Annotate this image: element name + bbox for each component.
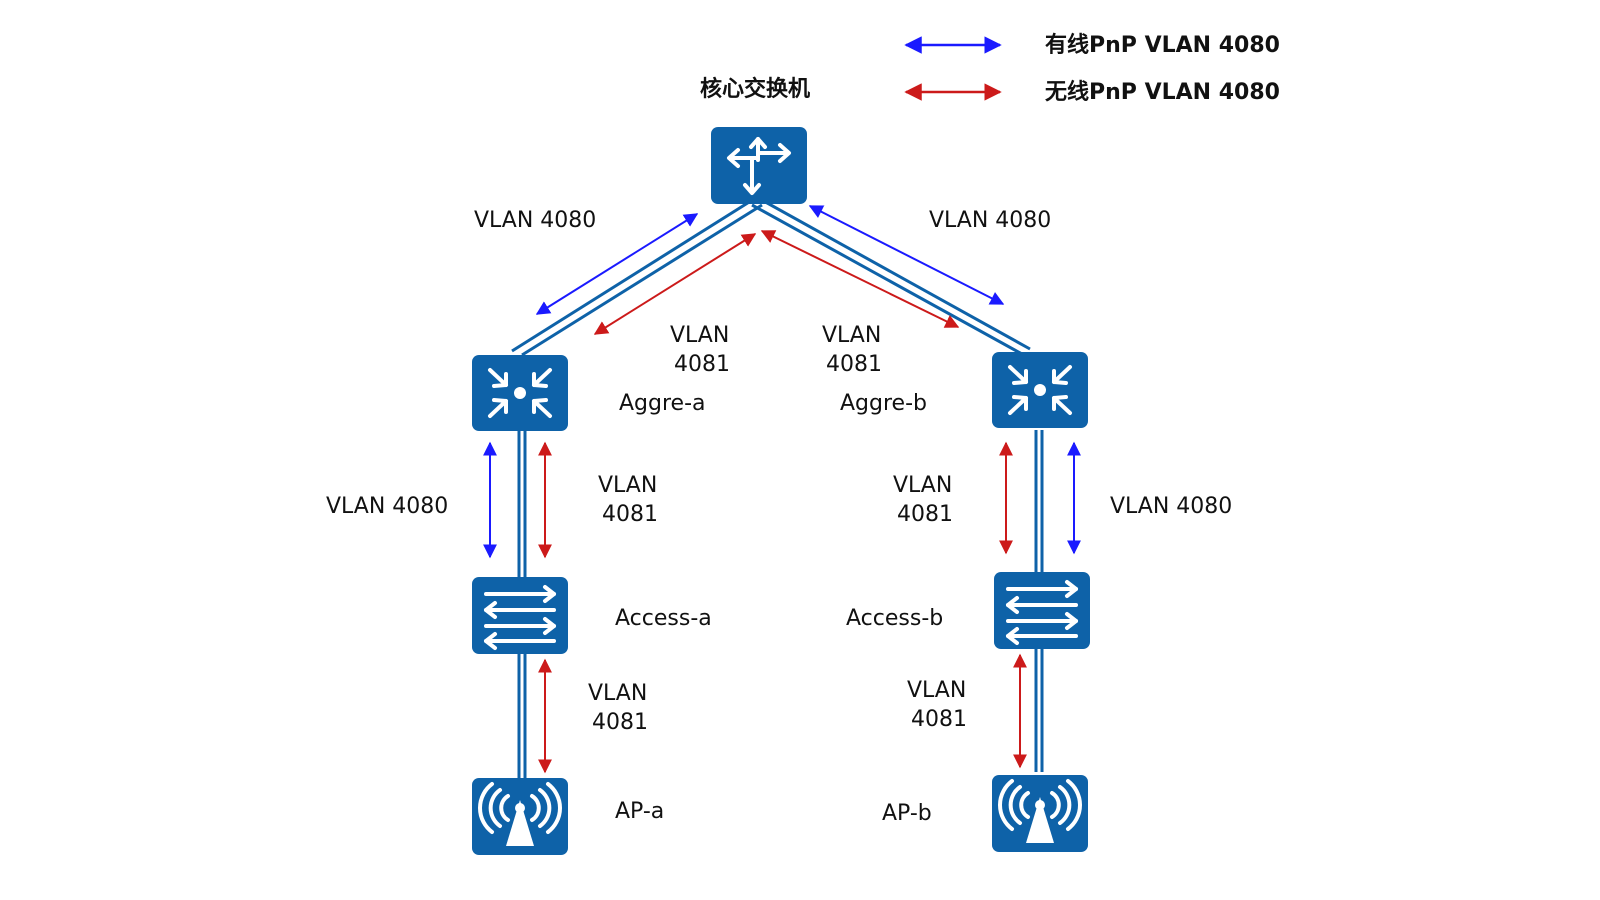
vlan-label-access-ap-b-wireless-2: 4081 xyxy=(911,707,967,732)
core-switch[interactable] xyxy=(711,127,807,204)
access-a-switch[interactable] xyxy=(472,577,568,654)
vlan-label-access-ap-b-wireless-1: VLAN xyxy=(907,678,966,703)
access-a-label: Access-a xyxy=(615,606,712,631)
vlan-label-aggre-access-a-wireless-2: 4081 xyxy=(602,502,658,527)
aggre-b-label: Aggre-b xyxy=(840,391,927,416)
aggre-a-switch[interactable] xyxy=(472,355,568,431)
router-icon xyxy=(727,137,791,195)
vlan-label-aggre-access-b-wireless-2: 4081 xyxy=(897,502,953,527)
access-b-switch[interactable] xyxy=(994,572,1090,649)
vlan-label-core-aggre-b-wireless-2: 4081 xyxy=(826,352,882,377)
vlan-label-core-aggre-b-wireless-1: VLAN xyxy=(822,323,881,348)
ap-b[interactable] xyxy=(992,775,1088,852)
arrow-core-aggre-b-wireless xyxy=(760,230,960,328)
vlan-label-core-aggre-a-wireless-2: 4081 xyxy=(674,352,730,377)
vlan-label-aggre-access-a-wireless-1: VLAN xyxy=(598,473,657,498)
switch-icon xyxy=(484,585,556,650)
ap-a-label: AP-a xyxy=(615,799,664,824)
vlan-label-aggre-access-b-wireless-1: VLAN xyxy=(893,473,952,498)
aggre-a-label: Aggre-a xyxy=(619,391,706,416)
aggre-b-switch[interactable] xyxy=(992,352,1088,428)
vlan-label-access-ap-a-wireless-1: VLAN xyxy=(588,681,647,706)
legend: 有线PnP VLAN 4080 无线PnP VLAN 4080 xyxy=(904,32,1280,105)
access-b-label: Access-b xyxy=(846,606,943,631)
aggregation-switch-icon xyxy=(1008,365,1072,415)
legend-wireless-label: 无线PnP VLAN 4080 xyxy=(1045,79,1280,105)
ap-a[interactable] xyxy=(472,778,568,855)
vlan-label-core-aggre-b-wired: VLAN 4080 xyxy=(929,208,1051,233)
core-switch-label: 核心交换机 xyxy=(700,76,810,102)
aggregation-switch-icon xyxy=(488,368,552,418)
wireless-ap-icon xyxy=(478,782,562,846)
vlan-label-core-aggre-a-wired: VLAN 4080 xyxy=(474,208,596,233)
vlan-label-core-aggre-a-wireless-1: VLAN xyxy=(670,323,729,348)
vlan-label-aggre-access-a-wired: VLAN 4080 xyxy=(326,494,448,519)
wireless-ap-icon xyxy=(998,779,1082,843)
vlan-label-aggre-access-b-wired: VLAN 4080 xyxy=(1110,494,1232,519)
vlan-arrows xyxy=(483,205,1081,774)
vlan-labels: VLAN 4080 VLAN 4080 VLAN 4081 VLAN 4081 … xyxy=(326,208,1232,735)
legend-wired-label: 有线PnP VLAN 4080 xyxy=(1045,32,1280,58)
switch-icon xyxy=(1006,580,1078,645)
vlan-label-access-ap-a-wireless-2: 4081 xyxy=(592,710,648,735)
arrow-core-aggre-a-wireless xyxy=(593,233,757,335)
ap-b-label: AP-b xyxy=(882,801,932,826)
